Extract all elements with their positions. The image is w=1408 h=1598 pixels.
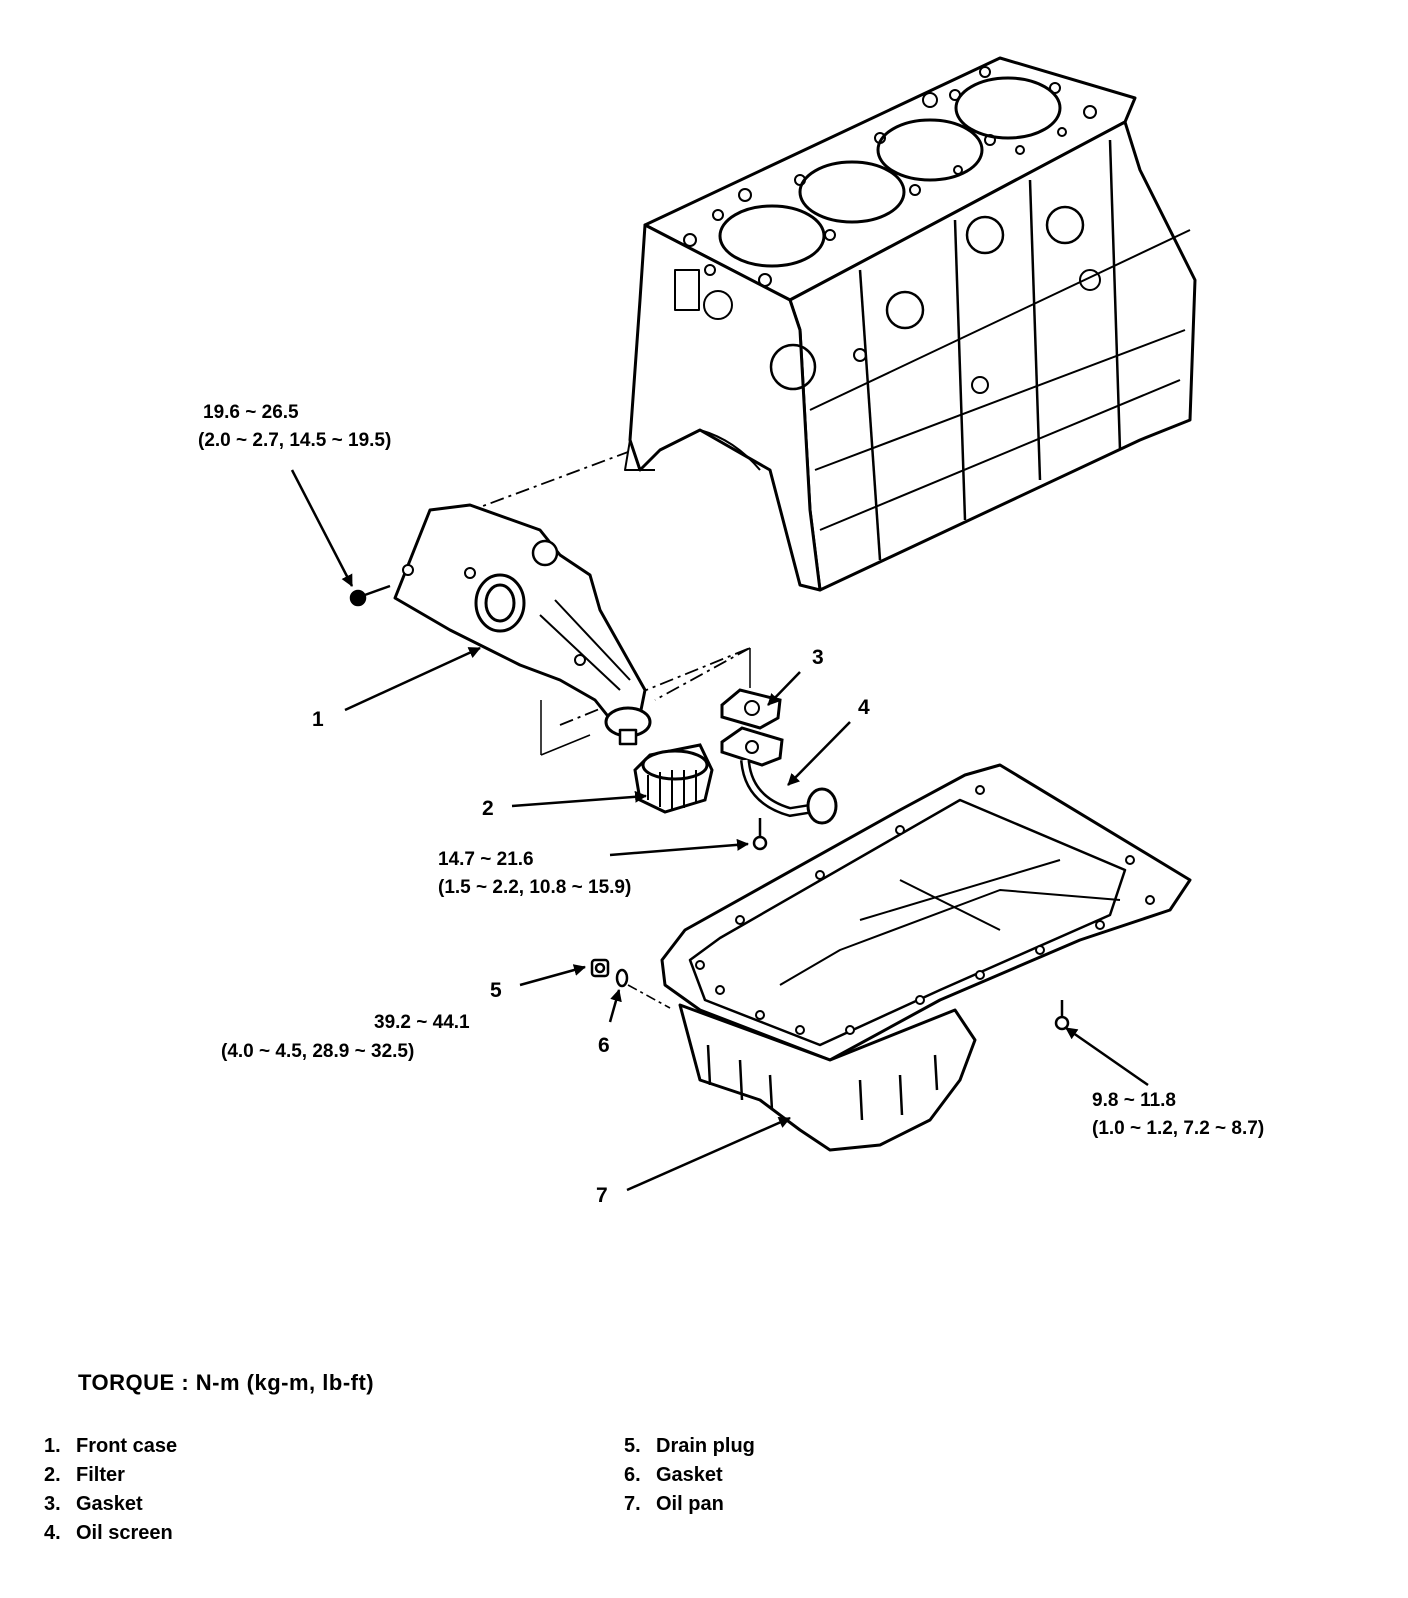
arrow-6 [608, 989, 622, 1023]
legend-label: Oil screen [76, 1522, 173, 1544]
callout-3: 3 [812, 646, 824, 669]
legend-label: Drain plug [656, 1435, 755, 1457]
callout-4: 4 [858, 696, 870, 719]
arrow-2 [511, 790, 647, 808]
legend-item: 7. Oil pan [624, 1490, 755, 1519]
torque-front-case-nm: 19.6 ~ 26.5 [203, 402, 299, 423]
legend-item: 2. Filter [44, 1461, 177, 1490]
arrow-7 [626, 1116, 791, 1192]
legend-item: 6. Gasket [624, 1461, 755, 1490]
legend-label: Front case [76, 1435, 178, 1457]
legend-number: 1. [44, 1435, 61, 1457]
callout-7: 7 [596, 1184, 608, 1207]
legend-number: 7. [624, 1493, 641, 1515]
parts-legend-left: 1. Front case 2. Filter 3. Gasket 4. Oil scr… [44, 1432, 177, 1548]
legend-number: 5. [624, 1435, 641, 1457]
legend-item: 3. Gasket [44, 1490, 177, 1519]
legend-label: Gasket [76, 1493, 143, 1515]
torque-front-case-alt: (2.0 ~ 2.7, 14.5 ~ 19.5) [198, 430, 391, 451]
callout-6: 6 [598, 1034, 610, 1057]
front-case-bolt [349, 584, 391, 607]
torque-drain-plug-nm: 39.2 ~ 44.1 [374, 1012, 470, 1033]
callout-5: 5 [490, 979, 502, 1002]
arrow-1 [344, 646, 481, 712]
legend-label: Filter [76, 1464, 125, 1486]
oil-screen [720, 726, 838, 825]
arrow-3 [767, 671, 801, 706]
torque-oil-screen-nm: 14.7 ~ 21.6 [438, 849, 534, 870]
drain-plug-gasket [615, 968, 629, 988]
drain-plug [590, 958, 610, 978]
legend-number: 6. [624, 1464, 641, 1486]
callout-2: 2 [482, 797, 494, 820]
parts-legend-right: 5. Drain plug 6. Gasket 7. Oil pan [624, 1432, 755, 1519]
legend-item: 1. Front case [44, 1432, 177, 1461]
engine-block [624, 56, 1197, 592]
arrow-4 [787, 721, 851, 786]
legend-number: 3. [44, 1493, 61, 1515]
legend-label: Oil pan [656, 1493, 724, 1515]
oil-pan-bolt [1054, 1000, 1070, 1031]
arrow-torque-oil-pan [1065, 1026, 1149, 1087]
assembly-bracket-lines [540, 648, 751, 756]
arrow-torque-front-case [290, 469, 354, 587]
legend-number: 4. [44, 1522, 61, 1544]
front-case [393, 503, 652, 746]
legend-item: 4. Oil screen [44, 1519, 177, 1548]
arrow-torque-screen [609, 838, 749, 857]
callout-1: 1 [312, 708, 324, 731]
leader-arrows [290, 469, 1149, 1192]
torque-drain-plug-alt: (4.0 ~ 4.5, 28.9 ~ 32.5) [221, 1041, 414, 1062]
legend-label: Gasket [656, 1464, 723, 1486]
torque-units-note: TORQUE : N-m (kg-m, lb-ft) [78, 1370, 375, 1395]
torque-oil-pan-nm: 9.8 ~ 11.8 [1092, 1090, 1176, 1111]
legend-number: 2. [44, 1464, 61, 1486]
oil-pan [660, 763, 1192, 1152]
oil-filter [633, 743, 714, 814]
torque-oil-screen-alt: (1.5 ~ 2.2, 10.8 ~ 15.9) [438, 877, 631, 898]
arrow-5 [519, 964, 586, 987]
screen-gasket [720, 688, 782, 730]
legend-item: 5. Drain plug [624, 1432, 755, 1461]
oil-screen-bolt [752, 818, 768, 851]
torque-oil-pan-alt: (1.0 ~ 1.2, 7.2 ~ 8.7) [1092, 1118, 1264, 1139]
